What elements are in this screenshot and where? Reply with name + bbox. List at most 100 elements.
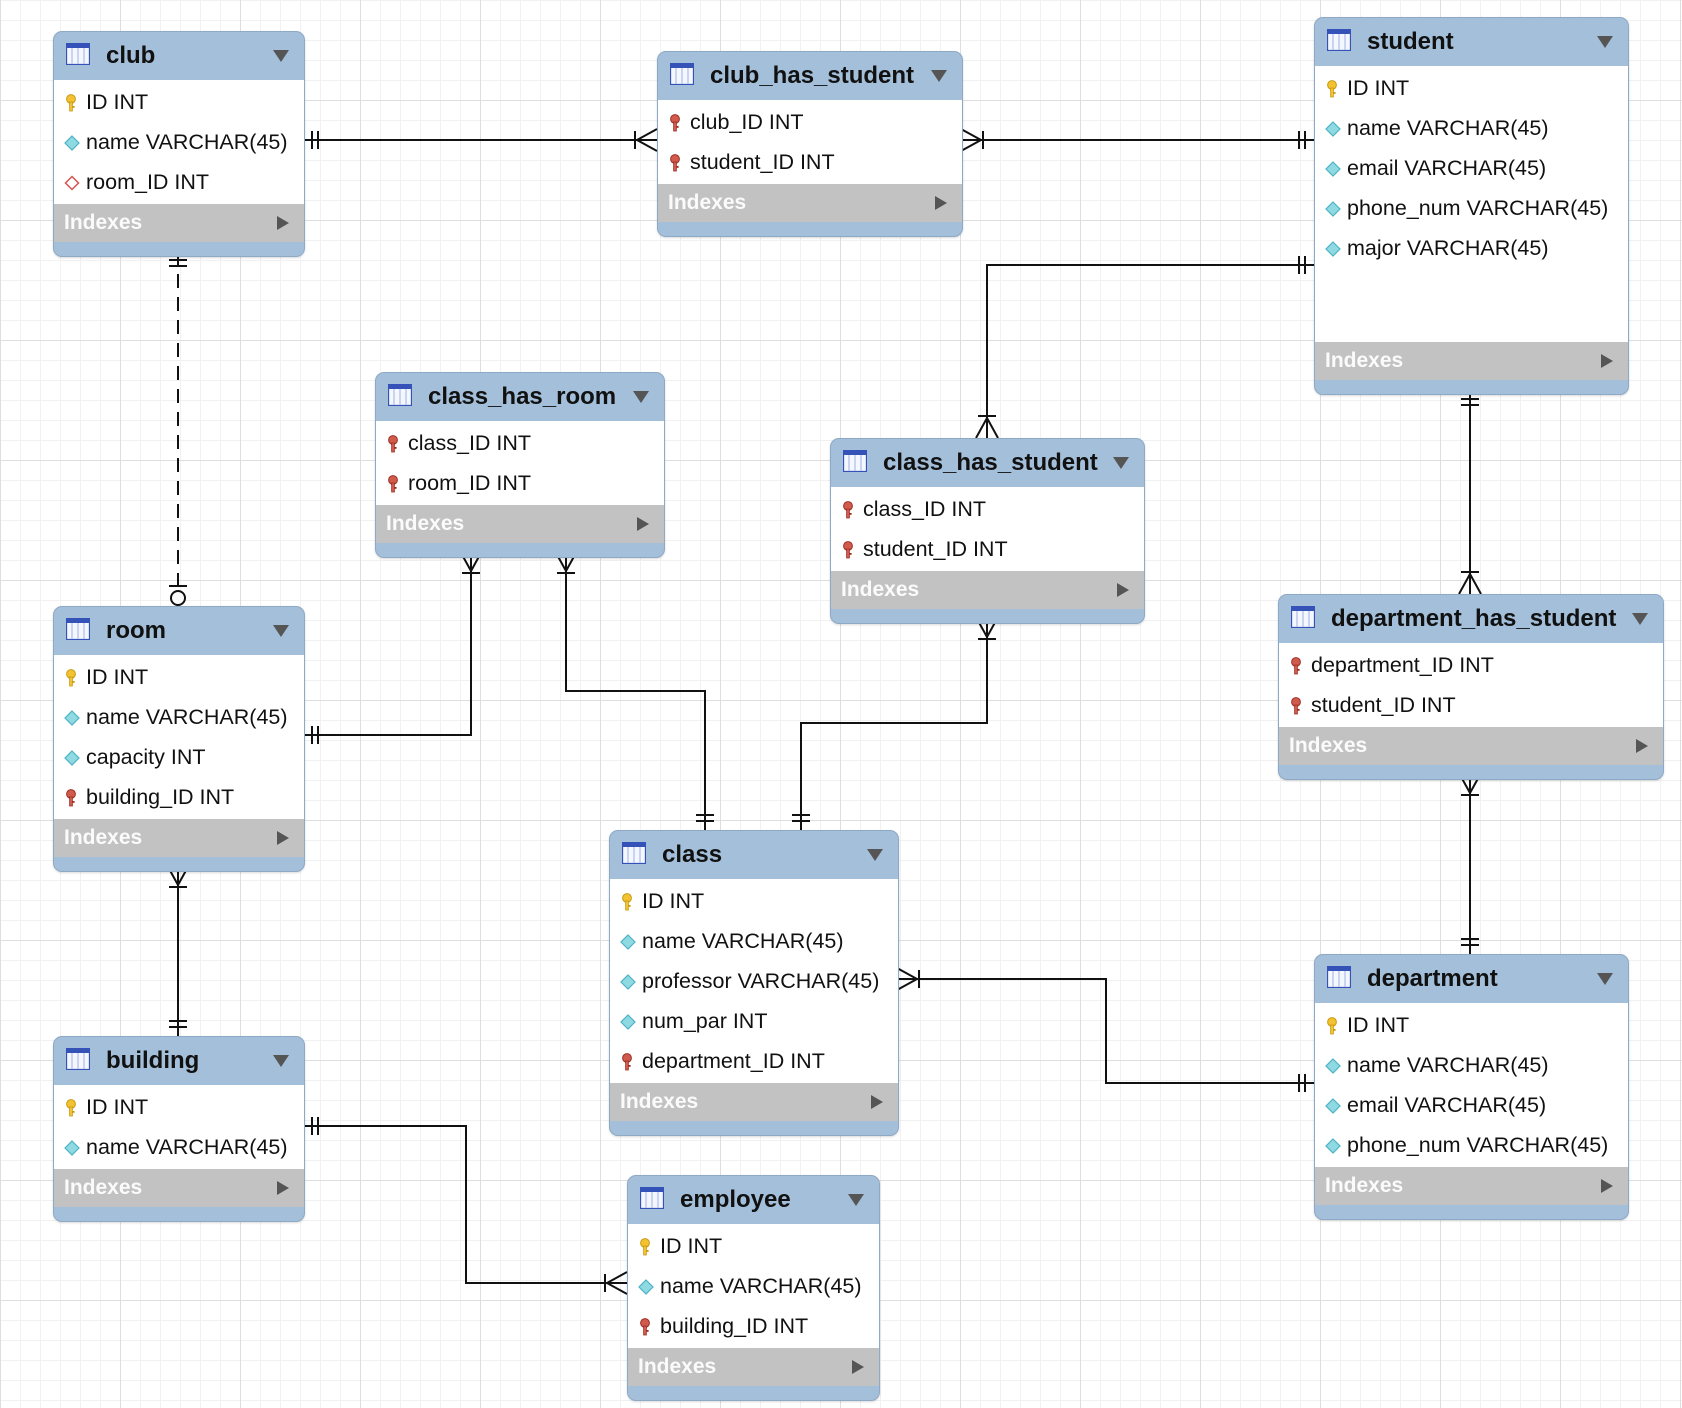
column-row[interactable]: ID INT: [1315, 68, 1628, 108]
table-header[interactable]: class_has_student: [831, 439, 1144, 487]
expand-triangle-icon[interactable]: [870, 1094, 884, 1110]
column-row[interactable]: name VARCHAR(45): [1315, 108, 1628, 148]
collapse-triangle-icon[interactable]: [1112, 456, 1130, 470]
column-row[interactable]: ID INT: [54, 1087, 304, 1127]
column-row[interactable]: phone_num VARCHAR(45): [1315, 188, 1628, 228]
expand-triangle-icon[interactable]: [1635, 738, 1649, 754]
indexes-section[interactable]: Indexes: [628, 1348, 879, 1386]
table-header[interactable]: building: [54, 1037, 304, 1085]
column-row[interactable]: name VARCHAR(45): [1315, 1045, 1628, 1085]
expand-triangle-icon[interactable]: [1116, 582, 1130, 598]
column-row[interactable]: student_ID INT: [831, 529, 1144, 569]
expand-triangle-icon[interactable]: [636, 516, 650, 532]
collapse-triangle-icon[interactable]: [930, 69, 948, 83]
relationship-class-to-class_has_room[interactable]: [554, 550, 714, 830]
table-header[interactable]: room: [54, 607, 304, 655]
relationship-student-to-class_has_student[interactable]: [975, 256, 1314, 439]
column-row[interactable]: room_ID INT: [54, 162, 304, 202]
indexes-section[interactable]: Indexes: [610, 1083, 898, 1121]
column-row[interactable]: building_ID INT: [54, 777, 304, 817]
indexes-section[interactable]: Indexes: [376, 505, 664, 543]
column-row[interactable]: student_ID INT: [658, 142, 962, 182]
column-row[interactable]: num_par INT: [610, 1001, 898, 1041]
column-row[interactable]: email VARCHAR(45): [1315, 148, 1628, 188]
table-header[interactable]: department_has_student: [1279, 595, 1663, 643]
indexes-section[interactable]: Indexes: [54, 204, 304, 242]
collapse-triangle-icon[interactable]: [272, 1054, 290, 1068]
column-row[interactable]: email VARCHAR(45): [1315, 1085, 1628, 1125]
expand-triangle-icon[interactable]: [934, 195, 948, 211]
column-row[interactable]: name VARCHAR(45): [54, 122, 304, 162]
collapse-triangle-icon[interactable]: [1631, 612, 1649, 626]
table-header[interactable]: employee: [628, 1176, 879, 1224]
collapse-triangle-icon[interactable]: [632, 390, 650, 404]
column-row[interactable]: student_ID INT: [1279, 685, 1663, 725]
table-header[interactable]: department: [1315, 955, 1628, 1003]
collapse-triangle-icon[interactable]: [1596, 972, 1614, 986]
table-header[interactable]: club_has_student: [658, 52, 962, 100]
relationship-club-to-club_has_student[interactable]: [303, 128, 658, 152]
column-row[interactable]: ID INT: [1315, 1005, 1628, 1045]
expand-triangle-icon[interactable]: [276, 1180, 290, 1196]
column-row[interactable]: room_ID INT: [376, 463, 664, 503]
collapse-triangle-icon[interactable]: [866, 848, 884, 862]
indexes-section[interactable]: Indexes: [1315, 342, 1628, 380]
column-row[interactable]: department_ID INT: [610, 1041, 898, 1081]
relationship-department-to-department_has_student[interactable]: [1458, 772, 1482, 954]
expand-triangle-icon[interactable]: [276, 830, 290, 846]
column-row[interactable]: name VARCHAR(45): [610, 921, 898, 961]
table-header[interactable]: class: [610, 831, 898, 879]
column-row[interactable]: ID INT: [628, 1226, 879, 1266]
indexes-section[interactable]: Indexes: [1279, 727, 1663, 765]
column-row[interactable]: department_ID INT: [1279, 645, 1663, 685]
indexes-section[interactable]: Indexes: [658, 184, 962, 222]
table-header[interactable]: class_has_room: [376, 373, 664, 421]
column-row[interactable]: class_ID INT: [831, 489, 1144, 529]
column-row[interactable]: name VARCHAR(45): [628, 1266, 879, 1306]
column-row[interactable]: phone_num VARCHAR(45): [1315, 1125, 1628, 1165]
expand-triangle-icon[interactable]: [851, 1359, 865, 1375]
column-row[interactable]: building_ID INT: [628, 1306, 879, 1346]
relationship-student-to-department_has_student[interactable]: [1458, 390, 1482, 595]
expand-triangle-icon[interactable]: [1600, 353, 1614, 369]
collapse-triangle-icon[interactable]: [272, 624, 290, 638]
relationship-class-to-class_has_student[interactable]: [792, 616, 999, 830]
table-header[interactable]: student: [1315, 18, 1628, 66]
relationship-student-to-club_has_student[interactable]: [960, 128, 1314, 152]
collapse-triangle-icon[interactable]: [272, 49, 290, 63]
column-row[interactable]: class_ID INT: [376, 423, 664, 463]
column-row[interactable]: professor VARCHAR(45): [610, 961, 898, 1001]
column-row[interactable]: ID INT: [54, 82, 304, 122]
collapse-triangle-icon[interactable]: [847, 1193, 865, 1207]
column-row[interactable]: ID INT: [54, 657, 304, 697]
table-header[interactable]: club: [54, 32, 304, 80]
relationship-building-to-employee[interactable]: [303, 1117, 628, 1295]
column-row[interactable]: major VARCHAR(45): [1315, 228, 1628, 268]
relationship-department-to-class[interactable]: [896, 967, 1314, 1092]
column-row[interactable]: name VARCHAR(45): [54, 697, 304, 737]
relationship-club-to-room[interactable]: [169, 251, 187, 606]
relationship-building-to-room[interactable]: [166, 864, 190, 1036]
column-row[interactable]: name VARCHAR(45): [54, 1127, 304, 1167]
indexes-section[interactable]: Indexes: [54, 819, 304, 857]
indexes-section[interactable]: Indexes: [831, 571, 1144, 609]
expand-triangle-icon[interactable]: [1600, 1178, 1614, 1194]
expand-triangle-icon[interactable]: [276, 215, 290, 231]
column-row[interactable]: club_ID INT: [658, 102, 962, 142]
indexes-section[interactable]: Indexes: [54, 1169, 304, 1207]
column-row[interactable]: ID INT: [610, 881, 898, 921]
collapse-triangle-icon[interactable]: [1596, 35, 1614, 49]
column-row[interactable]: capacity INT: [54, 737, 304, 777]
relationship-room-to-class_has_room[interactable]: [303, 550, 483, 744]
indexes-section[interactable]: Indexes: [1315, 1167, 1628, 1205]
